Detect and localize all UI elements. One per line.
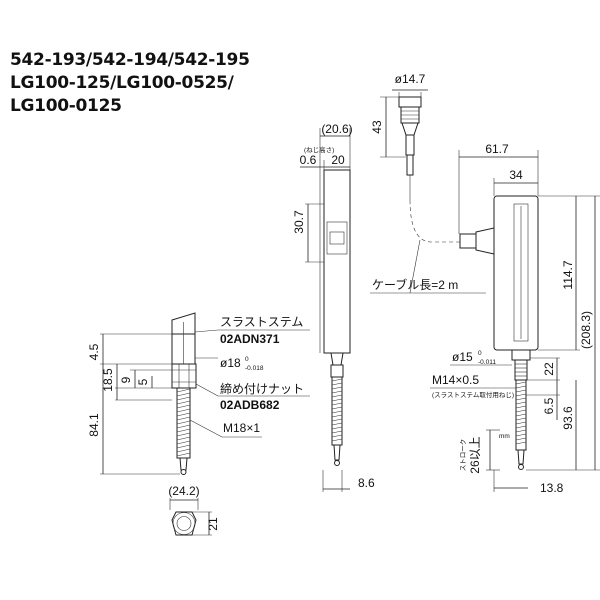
phi18-dim: ø18 bbox=[220, 356, 241, 370]
dim-5: 5 bbox=[136, 378, 150, 385]
tighten-nut-label: 締め付けナット bbox=[220, 381, 304, 396]
dim-20: 20 bbox=[331, 153, 345, 167]
left-view: 4.5 84.1 18.5 9 5 スラストステム 02ADN371 ø18 0… bbox=[87, 312, 310, 475]
phi15-tol-bot: -0.011 bbox=[478, 359, 496, 366]
dim-0-6: 0.6 bbox=[300, 153, 317, 167]
phi15-dim: ø15 bbox=[452, 350, 473, 364]
dim-93-6: 93.6 bbox=[561, 406, 575, 430]
dim-61-7: 61.7 bbox=[485, 142, 509, 156]
dim-34: 34 bbox=[509, 168, 523, 182]
side-body bbox=[323, 169, 351, 354]
dim-8-6: 8.6 bbox=[358, 476, 375, 490]
dim-24-2: (24.2) bbox=[168, 484, 199, 498]
dim-4-5: 4.5 bbox=[87, 343, 101, 360]
stroke-value: 26以上 bbox=[468, 436, 482, 473]
phi15-tol-top: 0 bbox=[478, 350, 482, 357]
stroke-label: ストローク bbox=[459, 439, 467, 472]
side-view: (20.6) (ねじ高さ) 0.6 20 30.7 8.6 bbox=[292, 122, 375, 492]
hex-nut-view: (24.2) 21 bbox=[168, 484, 220, 536]
dim-43: 43 bbox=[370, 120, 384, 134]
dim-114-7: 114.7 bbox=[561, 260, 575, 289]
dim-22: 22 bbox=[542, 362, 556, 376]
dim-6-5: 6.5 bbox=[542, 397, 556, 414]
tighten-nut-code: 02ADB682 bbox=[220, 398, 280, 412]
dim-phi14-7: ø14.7 bbox=[395, 72, 426, 86]
thrust-stem-code: 02ADN371 bbox=[220, 332, 280, 346]
thrust-stem-label: スラストステム bbox=[220, 315, 303, 329]
model-title-line-2: LG100-125/LG100-0525/ bbox=[10, 73, 234, 93]
thread-hatch bbox=[176, 388, 191, 457]
stroke-unit: mm bbox=[499, 433, 510, 440]
tighten-nut bbox=[171, 363, 197, 389]
dim-208-3: (208.3) bbox=[579, 311, 593, 349]
dim-9: 9 bbox=[119, 376, 133, 383]
screw-depth-note: (ねじ高さ) bbox=[304, 145, 334, 154]
cable-length-label: ケーブル長=2 m bbox=[372, 277, 458, 292]
dim-30-7: 30.7 bbox=[292, 210, 306, 234]
dim-84-1: 84.1 bbox=[87, 413, 101, 437]
front-view: ø14.7 43 61.7 bbox=[370, 72, 600, 495]
thread-mount-note: (スラストステム取付用ねじ) bbox=[432, 390, 514, 399]
model-title-line-1: 542-193/542-194/542-195 bbox=[10, 50, 250, 70]
m18-thread-label: M18×1 bbox=[223, 421, 260, 435]
dim-13-8: 13.8 bbox=[540, 481, 564, 495]
phi18-tol-top: 0 bbox=[245, 356, 249, 363]
m14-thread-label: M14×0.5 bbox=[432, 373, 479, 387]
dim-18-5: 18.5 bbox=[101, 368, 115, 392]
model-title-line-3: LG100-0125 bbox=[10, 96, 122, 116]
indicator-body bbox=[493, 195, 539, 351]
dim-20-6: (20.6) bbox=[321, 122, 352, 136]
phi18-tol-bot: -0.018 bbox=[245, 365, 264, 372]
dim-21: 21 bbox=[206, 517, 220, 531]
